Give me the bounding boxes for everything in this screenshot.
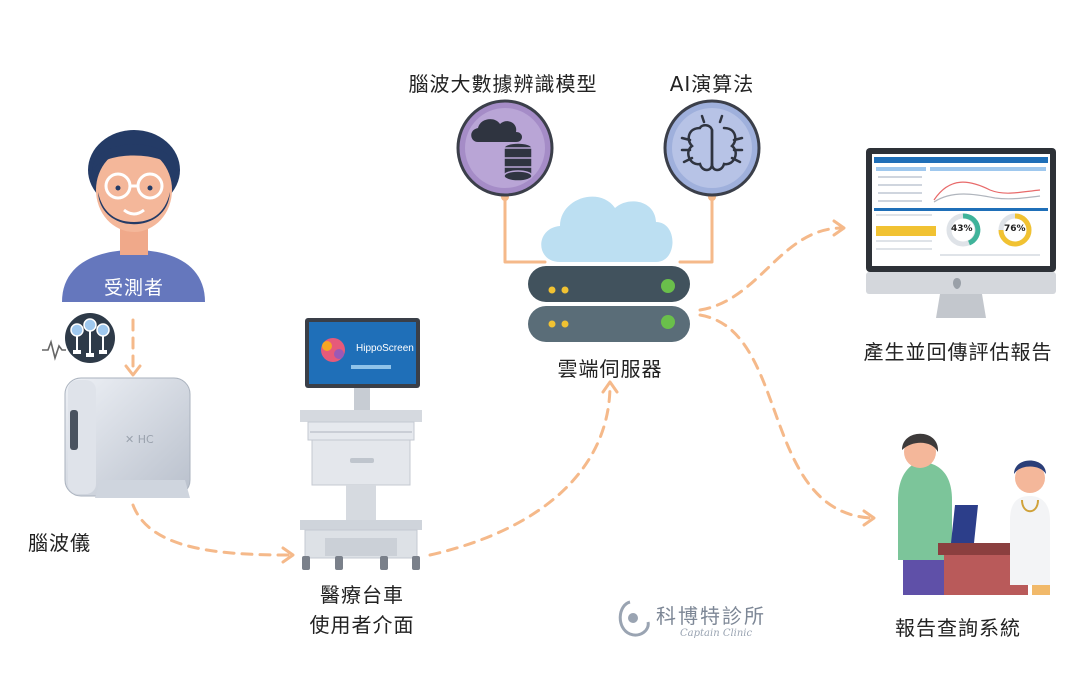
connector-cart-to-server: [428, 383, 612, 557]
ai-algorithm-label: AI演算法: [669, 72, 755, 96]
cloud-server-label: 雲端伺服器: [557, 357, 663, 381]
subject-label: 受測者: [103, 277, 165, 299]
connector-ai-to-server: [678, 193, 714, 264]
arrowhead-server: [601, 380, 619, 394]
cart-label-line1: 醫療台車: [320, 583, 404, 607]
clinic-logo-sub: Captain Clinic: [680, 628, 753, 639]
arrowhead-monitor: [832, 219, 846, 237]
report-generate-label: 產生並回傳評估報告: [863, 340, 1053, 364]
arrowhead-cart: [281, 546, 295, 564]
connector-bigdata-to-server: [503, 193, 547, 264]
connector-server-to-report: [698, 313, 872, 520]
report-query-label: 報告查詢系統: [895, 616, 1021, 640]
report-gauge-right: 76%: [1004, 224, 1026, 234]
connector-eeg-to-cart: [131, 503, 292, 557]
arrowhead-down: [124, 364, 142, 377]
report-gauge-left: 43%: [951, 224, 973, 234]
cart-screen-brand: HippoScreen: [356, 343, 414, 354]
arrowhead-report: [862, 509, 876, 527]
svg-text:✕ HC: ✕ HC: [125, 433, 154, 446]
connector-server-to-monitor: [698, 226, 842, 312]
bigdata-model-label: 腦波大數據辨識模型: [408, 72, 598, 96]
cart-label-line2: 使用者介面: [309, 613, 415, 637]
eeg-device-label: 腦波儀: [28, 531, 91, 555]
clinic-logo-name: 科博特診所: [656, 604, 766, 628]
